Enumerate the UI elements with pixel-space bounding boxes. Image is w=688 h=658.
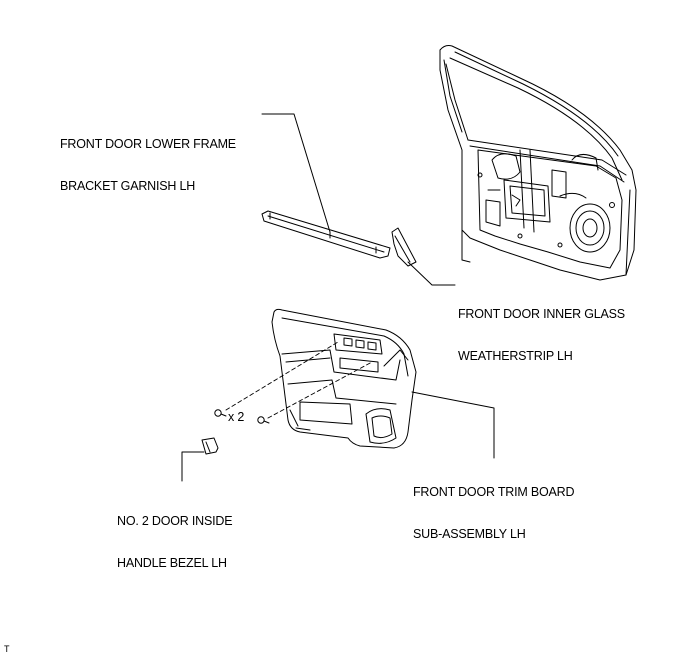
leader-lines [181,113,495,482]
label-line: SUB-ASSEMBLY LH [413,527,526,541]
label-inner-glass-weatherstrip: FRONT DOOR INNER GLASS WEATHERSTRIP LH [458,279,625,377]
label-line: WEATHERSTRIP LH [458,349,573,363]
label-line: FRONT DOOR INNER GLASS [458,307,625,321]
lower-frame-bracket-garnish [261,210,391,259]
clip-upper [214,409,227,417]
inner-glass-weatherstrip [391,227,417,267]
label-line: FRONT DOOR LOWER FRAME [60,137,236,151]
trim-board [271,308,417,449]
assembly-guide-lines [225,341,373,419]
figure-code: T [4,644,10,654]
door-frame [439,45,637,281]
label-lower-frame-garnish: FRONT DOOR LOWER FRAME BRACKET GARNISH L… [60,109,236,207]
label-line: BRACKET GARNISH LH [60,179,196,193]
label-line: HANDLE BEZEL LH [117,556,227,570]
clip-count-label: x 2 [228,410,245,424]
label-handle-bezel: NO. 2 DOOR INSIDE HANDLE BEZEL LH [117,486,233,584]
handle-bezel [201,437,219,455]
label-line: NO. 2 DOOR INSIDE [117,514,233,528]
label-trim-board: FRONT DOOR TRIM BOARD SUB-ASSEMBLY LH [413,457,575,555]
label-line: FRONT DOOR TRIM BOARD [413,485,575,499]
clip-lower [257,416,270,424]
